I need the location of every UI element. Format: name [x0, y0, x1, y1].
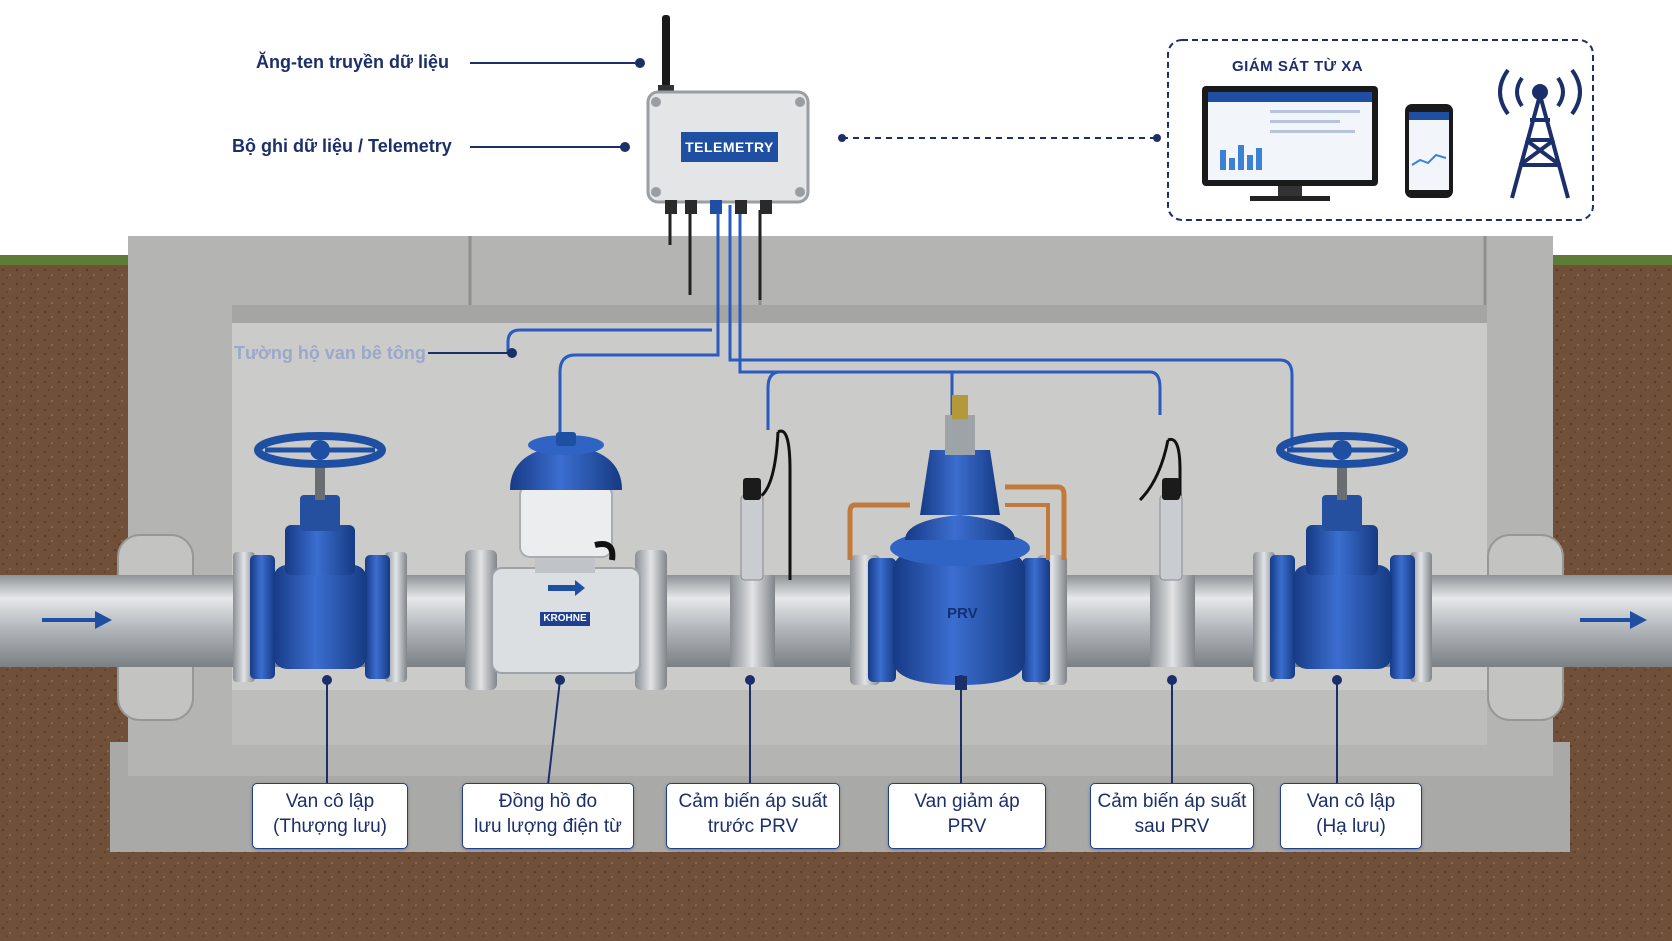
label-upstream-pressure-sensor: Cảm biến áp suất trước PRV — [666, 783, 840, 849]
flow-arrow-icon — [548, 580, 585, 596]
flow-meter-brand: KROHNE — [540, 612, 590, 626]
telemetry-plate: TELEMETRY — [681, 132, 778, 162]
upstream-isolation-valve — [233, 432, 407, 682]
label-line: (Hạ lưu) — [1316, 816, 1386, 837]
dashboard-brand: CLIMMETY — [1212, 94, 1249, 101]
downstream-pressure-sensor — [1150, 478, 1195, 667]
label-line: trước PRV — [707, 816, 799, 837]
label-line: sau PRV — [1134, 816, 1210, 837]
label-line: Cảm biến áp suất — [678, 791, 828, 812]
remote-monitoring-title: GIÁM SÁT TỪ XA — [1232, 58, 1364, 75]
label-upstream-isolation-valve: Van cô lập (Thượng lưu) — [252, 783, 408, 849]
logger-label: Bộ ghi dữ liệu / Telemetry — [232, 136, 452, 156]
label-line: Van cô lập — [285, 791, 375, 812]
antenna-icon — [658, 15, 674, 97]
label-line: lưu lượng điện từ — [474, 816, 622, 837]
radio-tower-icon — [1498, 68, 1582, 199]
label-flow-meter: Đồng hồ đo lưu lượng điện từ — [462, 783, 634, 849]
label-line: PRV — [947, 816, 987, 837]
monitor-icon — [1202, 86, 1378, 201]
label-line: Van giảm áp — [914, 791, 1020, 812]
label-prv: Van giảm áp PRV — [888, 783, 1046, 849]
antenna-label: Ăng-ten truyền dữ liệu — [256, 52, 450, 72]
downstream-isolation-valve — [1253, 432, 1432, 682]
roof-shadow — [232, 305, 1487, 323]
signal-cables — [506, 205, 1294, 448]
label-line: Cảm biến áp suất — [1097, 791, 1247, 812]
pressure-reducing-valve — [847, 395, 1067, 690]
wall-label: Tường hộ van bê tông — [234, 343, 426, 363]
label-line: Van cô lập — [1306, 791, 1396, 812]
label-line: Đồng hồ đo — [498, 791, 598, 812]
upstream-pressure-sensor — [730, 478, 775, 667]
label-downstream-pressure-sensor: Cảm biến áp suất sau PRV — [1090, 783, 1254, 849]
leader-lines — [322, 58, 1342, 786]
flow-arrow-icon — [1580, 611, 1647, 629]
prv-marking: PRV — [947, 605, 978, 622]
flow-arrow-icon — [42, 611, 112, 629]
label-downstream-isolation-valve: Van cô lập (Hạ lưu) — [1280, 783, 1422, 849]
phone-icon — [1405, 104, 1453, 198]
label-line: (Thượng lưu) — [273, 816, 387, 837]
